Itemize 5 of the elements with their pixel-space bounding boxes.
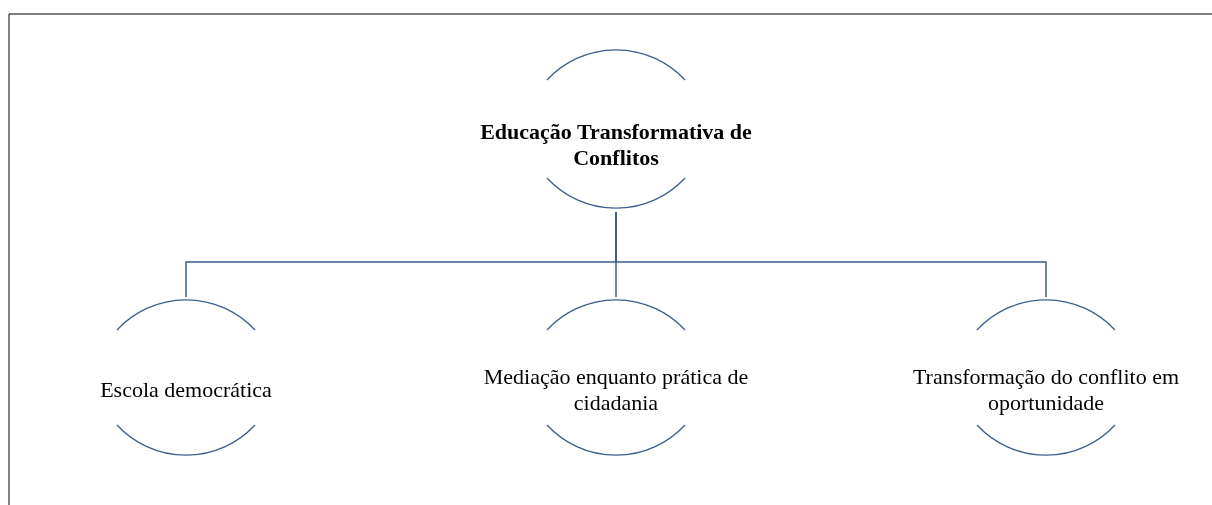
subtopic-label: Escola democrática xyxy=(99,377,273,403)
connector-line xyxy=(615,211,1047,298)
subtopic-label: Transformação do conflito em oportunidade xyxy=(911,364,1181,416)
subtopic-label: Mediação enquanto prática de cidadania xyxy=(482,364,750,416)
central-topic: Educação Transformativa de Conflitos xyxy=(479,119,753,171)
